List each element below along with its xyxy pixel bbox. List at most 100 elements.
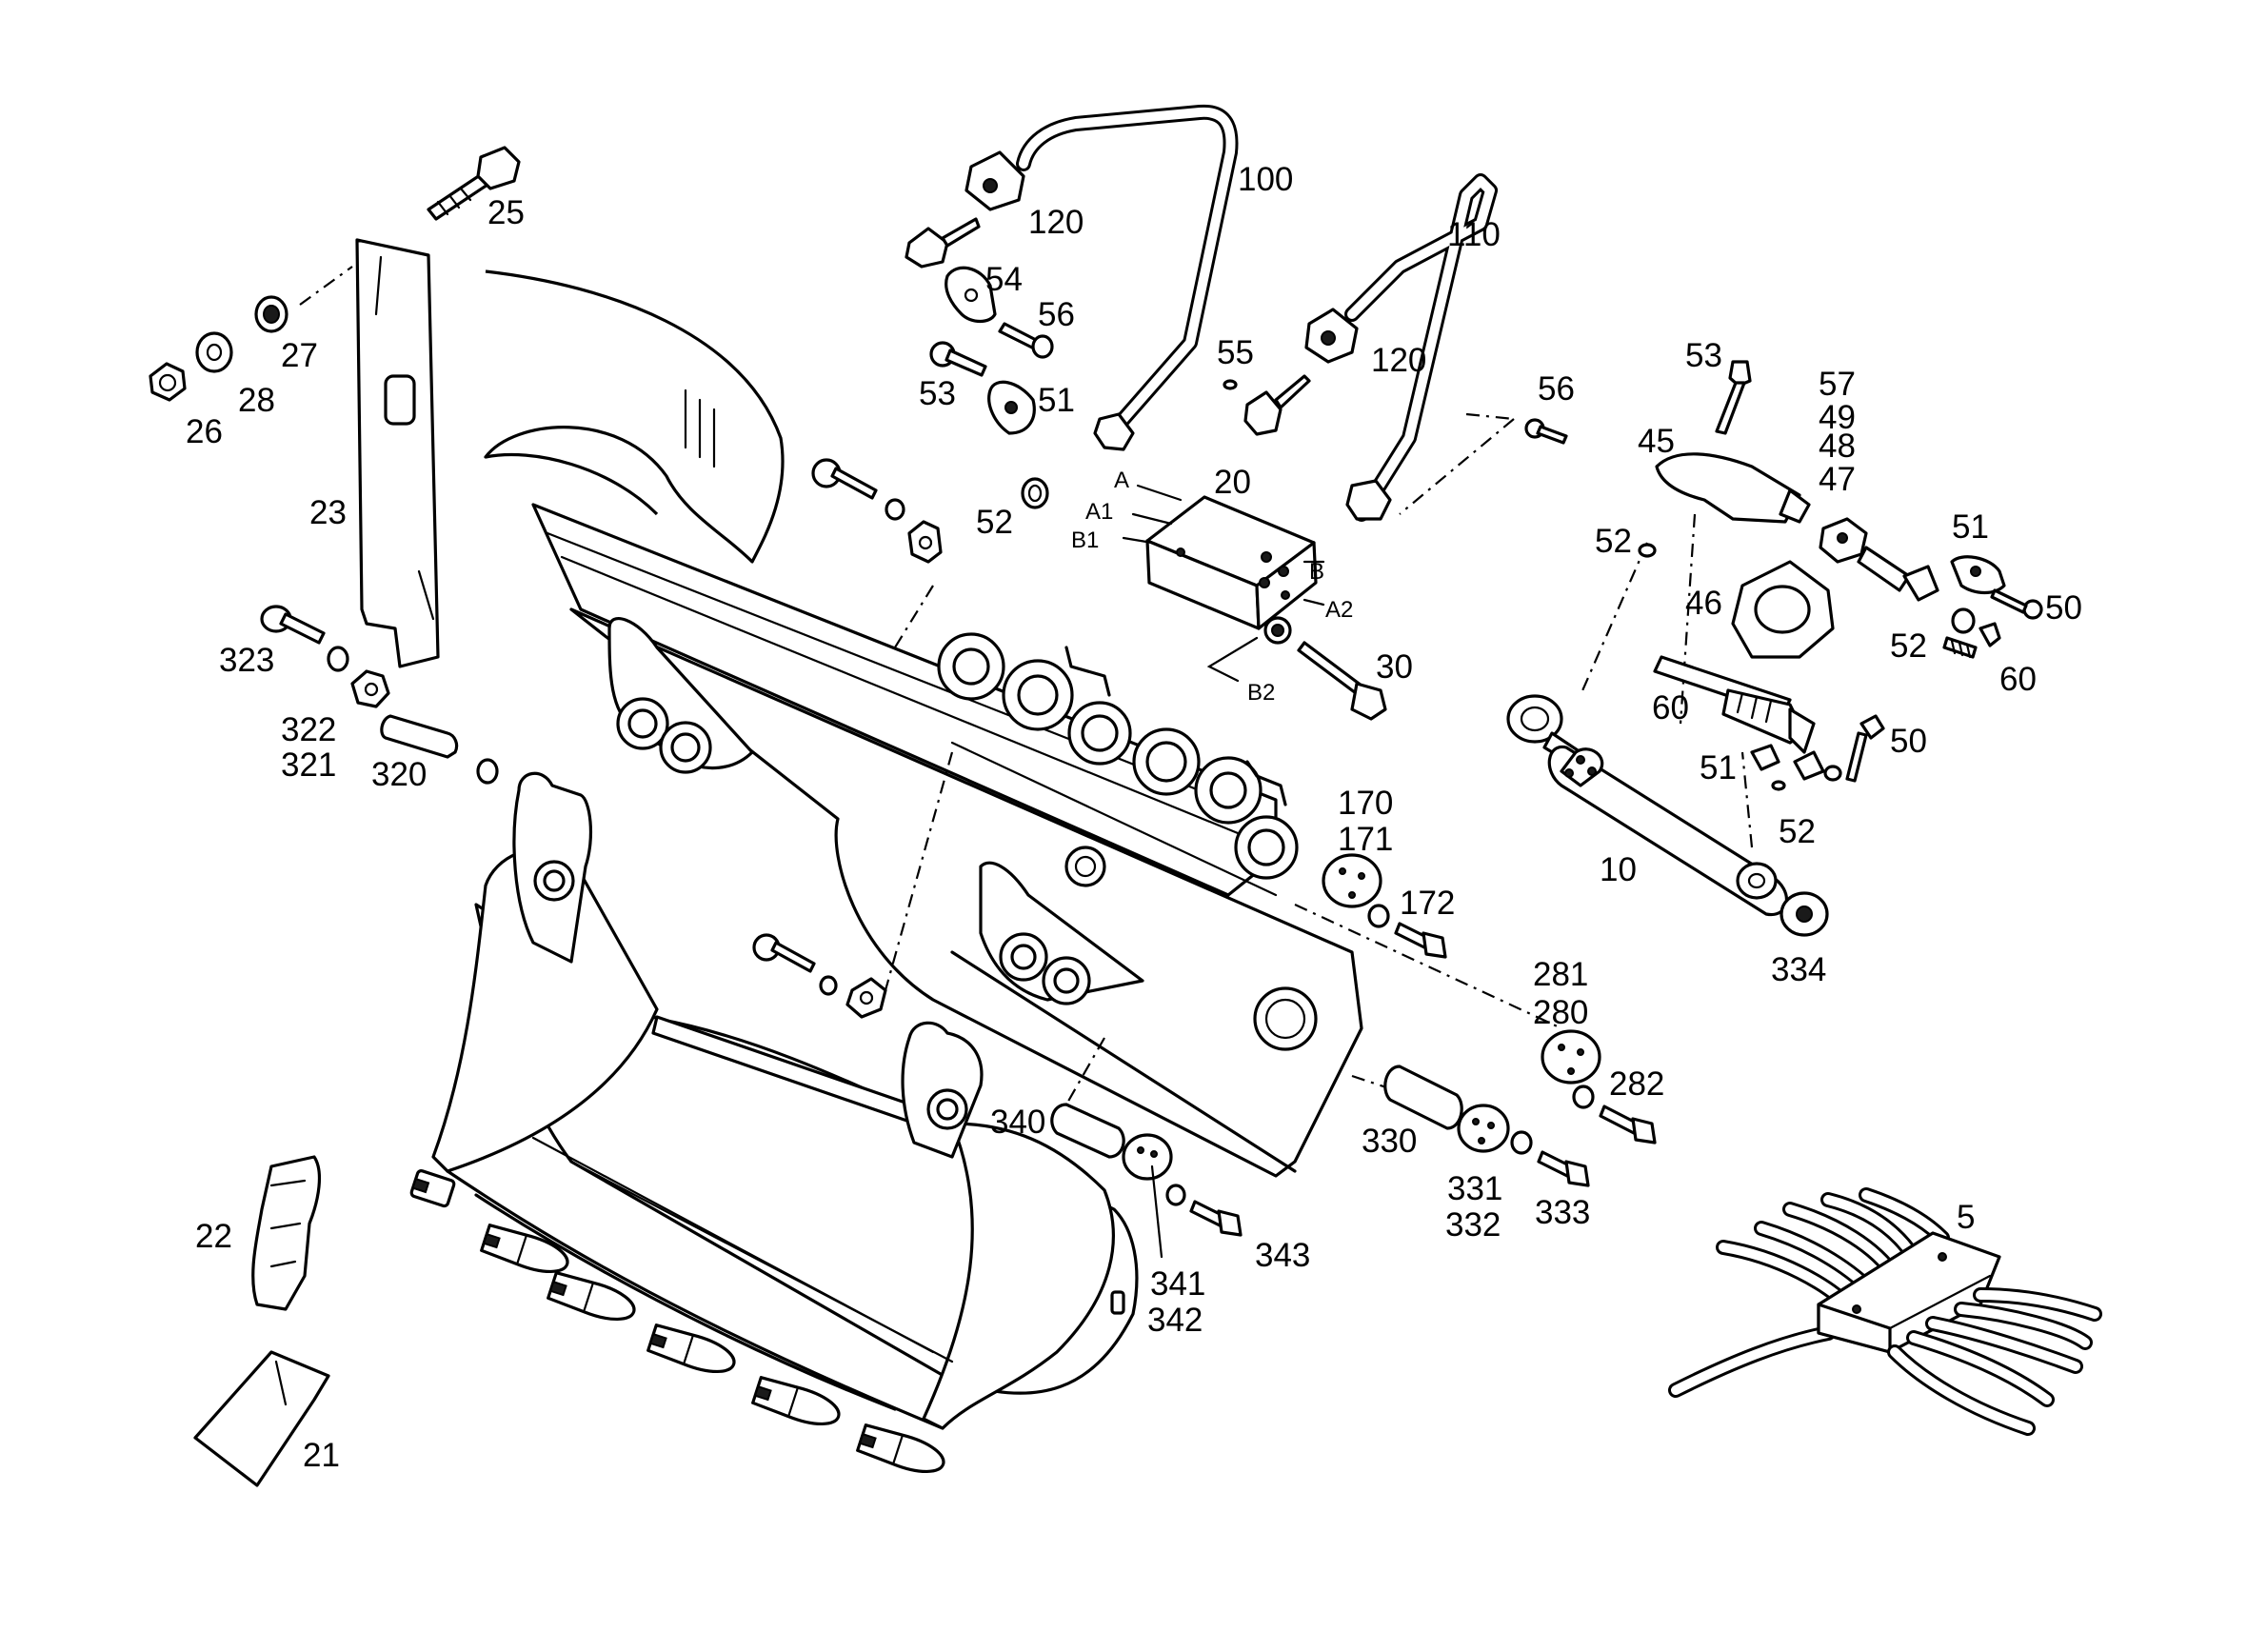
bolt-30 [1263,616,1387,721]
label-21: 21 [303,1437,340,1474]
cap-331 [1457,1104,1510,1153]
washer-320 [476,758,499,785]
label-23: 23 [309,494,347,531]
pin-330 [1383,1065,1463,1130]
label-110: 110 [1447,216,1501,253]
label-330: 330 [1362,1123,1417,1160]
nut-26 [149,362,187,402]
bolt-333 [1510,1130,1590,1187]
label-331: 331 [1447,1170,1502,1207]
bolt-56-right [1524,418,1568,445]
fitting-55 [1223,374,1311,436]
label-51-a: 51 [1038,382,1075,419]
cap-170 [1322,853,1382,908]
clamp-120-b [1304,308,1359,364]
ring-52-b [1951,607,1976,634]
label-323: 323 [219,642,274,679]
label-120-a: 120 [1028,204,1084,241]
bolt-282 [1572,1085,1657,1144]
plate-23 [355,238,440,668]
label-46: 46 [1685,585,1722,622]
clamp-51-right [1950,555,2006,595]
label-54: 54 [985,261,1023,298]
label-30: 30 [1376,648,1413,686]
port-label-A: A [1114,468,1129,493]
label-52-d: 52 [1779,813,1816,850]
port-label-B1: B1 [1071,527,1099,553]
manifold-5 [1668,1187,2102,1436]
clamp-120-a [964,150,1025,211]
part-45 [1655,452,1811,524]
valve-block-20 [1145,495,1318,630]
label-27: 27 [281,337,318,374]
label-49: 49 [1819,399,1856,436]
label-280: 280 [1533,994,1588,1031]
label-100: 100 [1238,161,1293,198]
guard-sheet [484,269,785,564]
label-45: 45 [1638,423,1675,460]
label-26: 26 [186,413,223,450]
label-52-a: 52 [976,504,1013,541]
label-28: 28 [238,382,275,419]
label-51-b: 51 [1952,508,1989,546]
bolt-upper-frame [811,458,943,564]
hose-60 [1653,655,1816,754]
label-52-c: 52 [1890,627,1927,665]
port-label-A2: A2 [1325,597,1353,623]
label-320: 320 [371,756,427,793]
pin-340 [1050,1103,1125,1159]
cylinder-10 [1506,694,1788,917]
label-48: 48 [1819,428,1856,465]
bolt-53-right [1715,360,1752,435]
label-5: 5 [1957,1199,1975,1236]
bolt-172 [1367,904,1447,959]
fitting-110-end [1345,479,1392,521]
label-52-b: 52 [1595,523,1632,560]
bolt-56-left [998,322,1054,359]
label-340: 340 [990,1104,1045,1141]
label-282: 282 [1609,1065,1664,1103]
label-334: 334 [1771,951,1826,988]
washer-28 [195,331,233,373]
washer-27 [254,295,288,333]
bolt-323 [260,605,326,645]
cap-280 [1541,1029,1601,1085]
label-321: 321 [281,746,336,784]
part-22 [251,1155,321,1311]
valve-port-labels: A A1 B1 B A2 B2 [1071,468,1353,706]
bracket-54 [945,266,997,324]
label-341: 341 [1150,1265,1205,1303]
pipe-100 [1016,104,1239,441]
label-343: 343 [1255,1237,1310,1274]
ring-52-a [1638,543,1657,558]
washer-322-a [327,646,349,672]
fitting-120-lower [905,217,981,269]
label-171: 171 [1338,821,1393,858]
label-60-b: 60 [1652,689,1689,726]
bucket-hinge-lugs [512,771,984,1159]
label-51-c: 51 [1700,749,1737,786]
label-172: 172 [1400,885,1455,922]
cap-341 [1122,1133,1173,1181]
label-342: 342 [1147,1302,1203,1339]
fittings-51-52-lower [1750,744,1842,791]
label-56-a: 56 [1038,296,1075,333]
leader-dashes [884,412,1754,1105]
label-170: 170 [1338,785,1393,822]
bolt-25 [427,146,521,221]
port-label-A1: A1 [1085,499,1113,525]
label-25: 25 [487,194,525,231]
washer-334 [1780,891,1829,937]
bucket-teeth [409,1169,945,1474]
clamp-51-left [987,380,1036,435]
pin-320 [380,714,459,759]
pipe-110 [1344,173,1498,522]
part-number-labels: 5 10 20 21 22 23 25 26 27 28 30 45 46 47… [186,161,2082,1474]
clamp-46 [1731,560,1835,659]
label-333: 333 [1535,1194,1590,1231]
label-10: 10 [1600,851,1637,888]
label-50-b: 50 [1890,723,1927,760]
ring-52-left [1021,477,1049,509]
bolt-50-b [1845,714,1885,783]
